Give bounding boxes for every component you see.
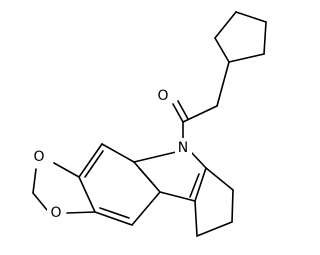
svg-text:N: N: [178, 140, 188, 156]
dioxole-ring: [32, 162, 96, 214]
cyclopentyl-ring: [214, 11, 267, 63]
atom-label-carbonyl-oxygen: O: [155, 86, 171, 104]
atom-label-dioxole-oxygen-top: O: [30, 146, 48, 165]
acyl-chain: [172, 61, 230, 141]
atom-label-dioxole-oxygen-bottom: O: [47, 202, 66, 221]
svg-text:O: O: [157, 88, 168, 104]
cyclopentane-fused-ring: [194, 167, 234, 237]
atom-label-indole-nitrogen: N: [175, 138, 192, 157]
svg-text:O: O: [33, 149, 44, 165]
pyrrole-ring: [133, 151, 207, 202]
benzene-ring: [78, 143, 161, 226]
chemical-structure: O N O O: [30, 11, 267, 237]
svg-text:O: O: [50, 205, 61, 221]
